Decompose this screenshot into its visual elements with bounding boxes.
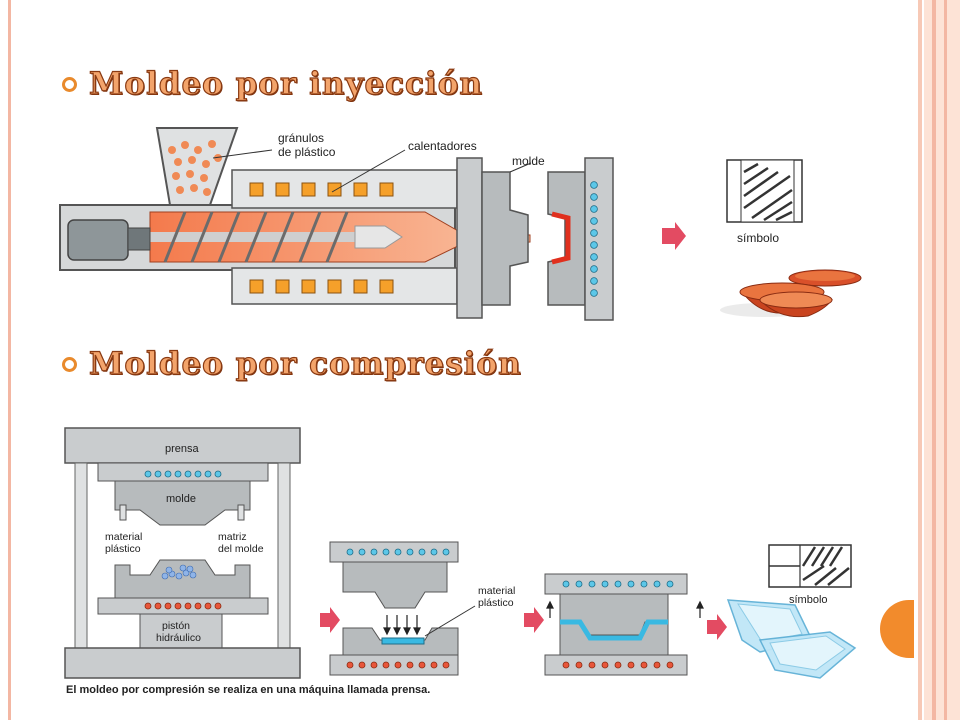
compression-caption: El moldeo por compresión se realiza en u… <box>66 684 431 696</box>
stage2-down-arrows <box>383 615 421 636</box>
bullet-icon <box>62 76 77 92</box>
left-frame-line <box>8 0 11 720</box>
heading-injection-text: Moldeo por inyección <box>88 65 483 102</box>
press-lower-plate <box>97 597 269 615</box>
label-molde-injection: molde <box>512 154 545 168</box>
heaters-stage3 <box>562 661 674 669</box>
bullet-icon <box>62 356 77 372</box>
heading-injection: Moldeo por inyección <box>62 65 483 103</box>
plastic-granules <box>168 140 222 196</box>
cooling-channels-press <box>144 470 222 478</box>
label-molde-compression: molde <box>166 493 196 505</box>
right-frame-line-b <box>932 0 936 720</box>
heading-compression-text: Moldeo por compresión <box>88 345 522 382</box>
label-material2-1: material <box>478 585 515 597</box>
moving-platen <box>584 157 614 321</box>
arrow-icon <box>524 607 544 633</box>
arrow-icon <box>662 222 686 250</box>
label-granulos-2: de plástico <box>278 145 336 159</box>
label-piston-2: hidráulico <box>156 632 201 644</box>
trays-illustration <box>726 599 857 679</box>
leader-lines <box>212 149 532 193</box>
press-base <box>64 647 301 679</box>
label-calentadores: calentadores <box>408 139 477 153</box>
label-matriz-2: del molde <box>218 543 264 555</box>
stage3-plastic <box>560 619 668 641</box>
stage2-plastic <box>381 637 425 645</box>
motor-coupling <box>127 227 151 251</box>
plastic-material <box>161 564 197 580</box>
label-simbolo-compression: símbolo <box>789 594 828 606</box>
heading-compression: Moldeo por compresión <box>62 345 522 383</box>
right-frame-line-c <box>944 0 947 720</box>
arrow-icon <box>707 614 727 640</box>
cooling-channels-stage2 <box>346 548 450 556</box>
right-frame-band <box>924 0 960 720</box>
label-simbolo-injection: símbolo <box>737 231 779 245</box>
label-granulos-1: gránulos <box>278 131 324 145</box>
label-prensa: prensa <box>165 443 200 455</box>
screw-tip <box>354 225 403 249</box>
stage2-upper-mold <box>342 561 448 609</box>
compression-symbol <box>768 544 852 588</box>
heaters-press <box>144 602 222 610</box>
molded-part <box>551 211 571 265</box>
label-piston-1: pistón <box>162 620 190 632</box>
label-material2-2: plástico <box>478 597 514 609</box>
cooling-channels <box>590 181 598 297</box>
stage2-bottom-plate <box>329 654 459 676</box>
injection-symbol <box>726 159 803 223</box>
heaters <box>249 182 394 294</box>
press-column-right <box>277 462 291 649</box>
arrow-icon <box>320 607 340 633</box>
press-column-left <box>74 462 88 649</box>
bowls-illustration <box>720 269 862 318</box>
screw <box>150 211 390 263</box>
label-material-1: material <box>105 531 142 543</box>
label-matriz-1: matriz <box>218 531 247 543</box>
press-upper-plate <box>97 462 269 482</box>
stage3-up-arrows <box>546 600 704 618</box>
heaters-stage2 <box>346 661 450 669</box>
mold-half-fixed <box>481 171 529 306</box>
leader-line-material <box>424 605 476 637</box>
label-material-2: plástico <box>105 543 141 555</box>
cooling-channels-stage3 <box>562 580 674 588</box>
right-frame-line-a <box>918 0 922 720</box>
heater-housing-bottom <box>231 267 458 305</box>
hydraulic-piston <box>139 613 223 649</box>
